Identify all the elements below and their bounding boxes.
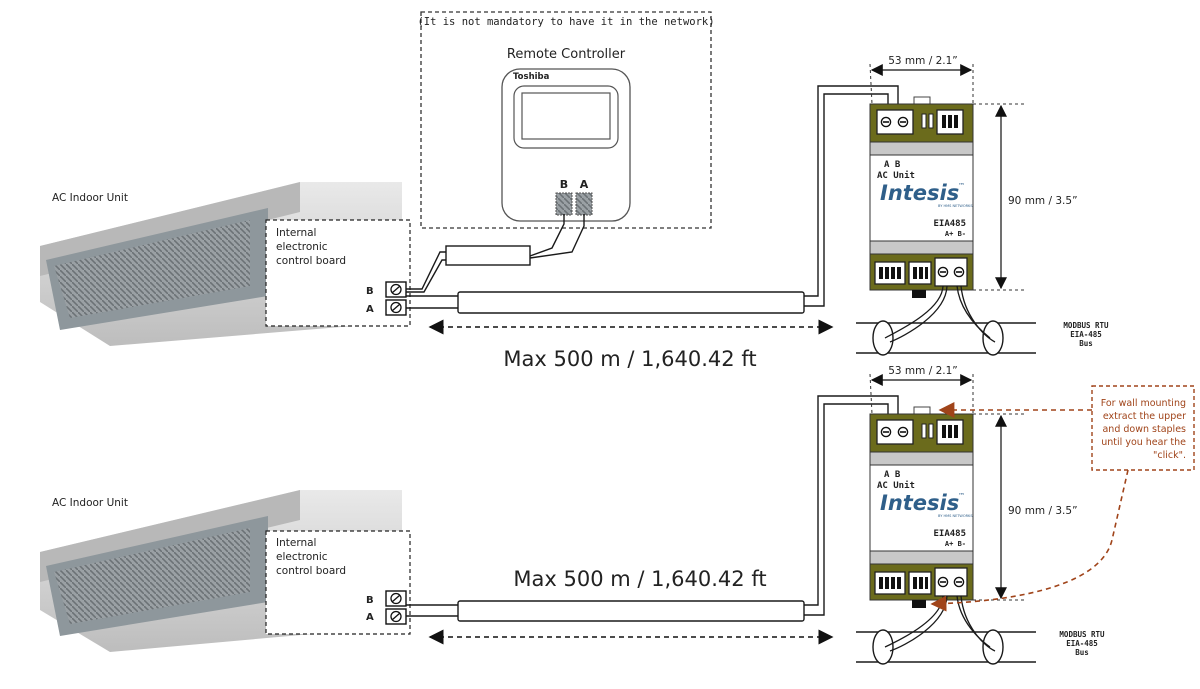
remote-controller-group: (It is not mandatory to have it in the n…: [417, 11, 715, 259]
top-term-a-label: A: [366, 304, 374, 315]
top-height-label: 90 mm / 3.5”: [1008, 195, 1078, 207]
wall-note-box: [1091, 385, 1195, 471]
remote-title: Remote Controller: [507, 47, 626, 62]
top-device-eia: EIA485: [933, 219, 966, 229]
remote-term-b-label: B: [560, 178, 568, 191]
bottom-width-label: 53 mm / 2.1”: [888, 365, 958, 377]
bottom-device-logo: Intesis: [880, 491, 959, 515]
bottom-device-eia: EIA485: [933, 529, 966, 539]
bottom-board-label-line2: electronic: [276, 551, 328, 563]
bottom-device-logo-sub: BY HMS NETWORKS: [938, 514, 973, 518]
bottom-unit-label: AC Indoor Unit: [52, 497, 128, 509]
remote-terminal-b: [555, 192, 573, 216]
bottom-wiring: Max 500 m / 1,640.42 ft: [406, 395, 899, 645]
top-bus-label-2: EIA-485: [1070, 330, 1102, 339]
top-junction-box: [445, 245, 531, 266]
top-long-cable: [457, 291, 805, 314]
bottom-intesis-device: 53 mm / 2.1” 90 mm / 3.5” A B AC Unit In…: [856, 365, 1105, 665]
bottom-bus-label-3: Bus: [1075, 648, 1089, 657]
wall-note-line4: until you hear the: [1101, 437, 1186, 448]
remote-term-a-label: A: [580, 178, 589, 191]
bottom-board-label-line1: Internal: [276, 537, 316, 549]
top-wiring: Max 500 m / 1,640.42 ft: [406, 85, 899, 371]
bottom-term-b-label: B: [366, 595, 374, 606]
bottom-long-cable: [457, 600, 805, 622]
top-distance-label: Max 500 m / 1,640.42 ft: [503, 347, 756, 371]
remote-brand: Toshiba: [513, 72, 550, 82]
top-device-abplus: A+ B-: [945, 230, 966, 238]
top-unit-label: AC Indoor Unit: [52, 192, 128, 204]
top-term-b-label: B: [366, 286, 374, 297]
top-width-label: 53 mm / 2.1”: [888, 55, 958, 67]
top-board-label-line2: electronic: [276, 241, 328, 253]
wall-note-line5: "click".: [1153, 450, 1186, 461]
bottom-device-acunit: AC Unit: [877, 480, 915, 491]
top-intesis-device: 53 mm / 2.1” 90 mm / 3.5” A B AC Unit In…: [856, 55, 1109, 356]
top-board-label-line3: control board: [276, 255, 346, 267]
wall-mounting-note: For wall mounting extract the upper and …: [930, 385, 1195, 612]
bottom-device-abplus: A+ B-: [945, 540, 966, 548]
remote-note: (It is not mandatory to have it in the n…: [417, 16, 714, 28]
bottom-height-label: 90 mm / 3.5”: [1008, 505, 1078, 517]
top-bus-label-3: Bus: [1079, 339, 1093, 348]
wall-note-line3: and down staples: [1102, 424, 1186, 435]
wall-note-line2: extract the upper: [1103, 411, 1186, 422]
bottom-board-label-line3: control board: [276, 565, 346, 577]
wall-note-arrow-lower: [930, 469, 1129, 612]
top-device-logo: Intesis: [880, 181, 959, 205]
top-board-label-line1: Internal: [276, 227, 316, 239]
bottom-bus-label-2: EIA-485: [1066, 639, 1098, 648]
bottom-ac-unit-group: AC Indoor Unit Internal electronic contr…: [40, 490, 411, 652]
wall-note-line1: For wall mounting: [1101, 398, 1186, 409]
bottom-term-a-label: A: [366, 612, 374, 623]
bottom-device-ab: A B: [884, 470, 901, 480]
bottom-device-tm: ™: [958, 492, 965, 500]
top-ac-unit-group: AC Indoor Unit Internal electronic contr…: [40, 182, 411, 346]
bottom-bus-label-1: MODBUS RTU: [1059, 630, 1105, 639]
remote-dashed-box: [420, 11, 712, 229]
top-device-face: [869, 154, 974, 242]
remote-screen: [521, 92, 611, 140]
bottom-distance-label: Max 500 m / 1,640.42 ft: [513, 567, 766, 591]
top-device-ab: A B: [884, 160, 901, 170]
top-device-logo-sub: BY HMS NETWORKS: [938, 204, 973, 208]
top-device-tm: ™: [958, 182, 965, 190]
remote-terminal-a: [575, 192, 593, 216]
top-device-acunit: AC Unit: [877, 170, 915, 181]
bottom-device-face: [869, 464, 974, 552]
top-bus-label-1: MODBUS RTU: [1063, 321, 1109, 330]
